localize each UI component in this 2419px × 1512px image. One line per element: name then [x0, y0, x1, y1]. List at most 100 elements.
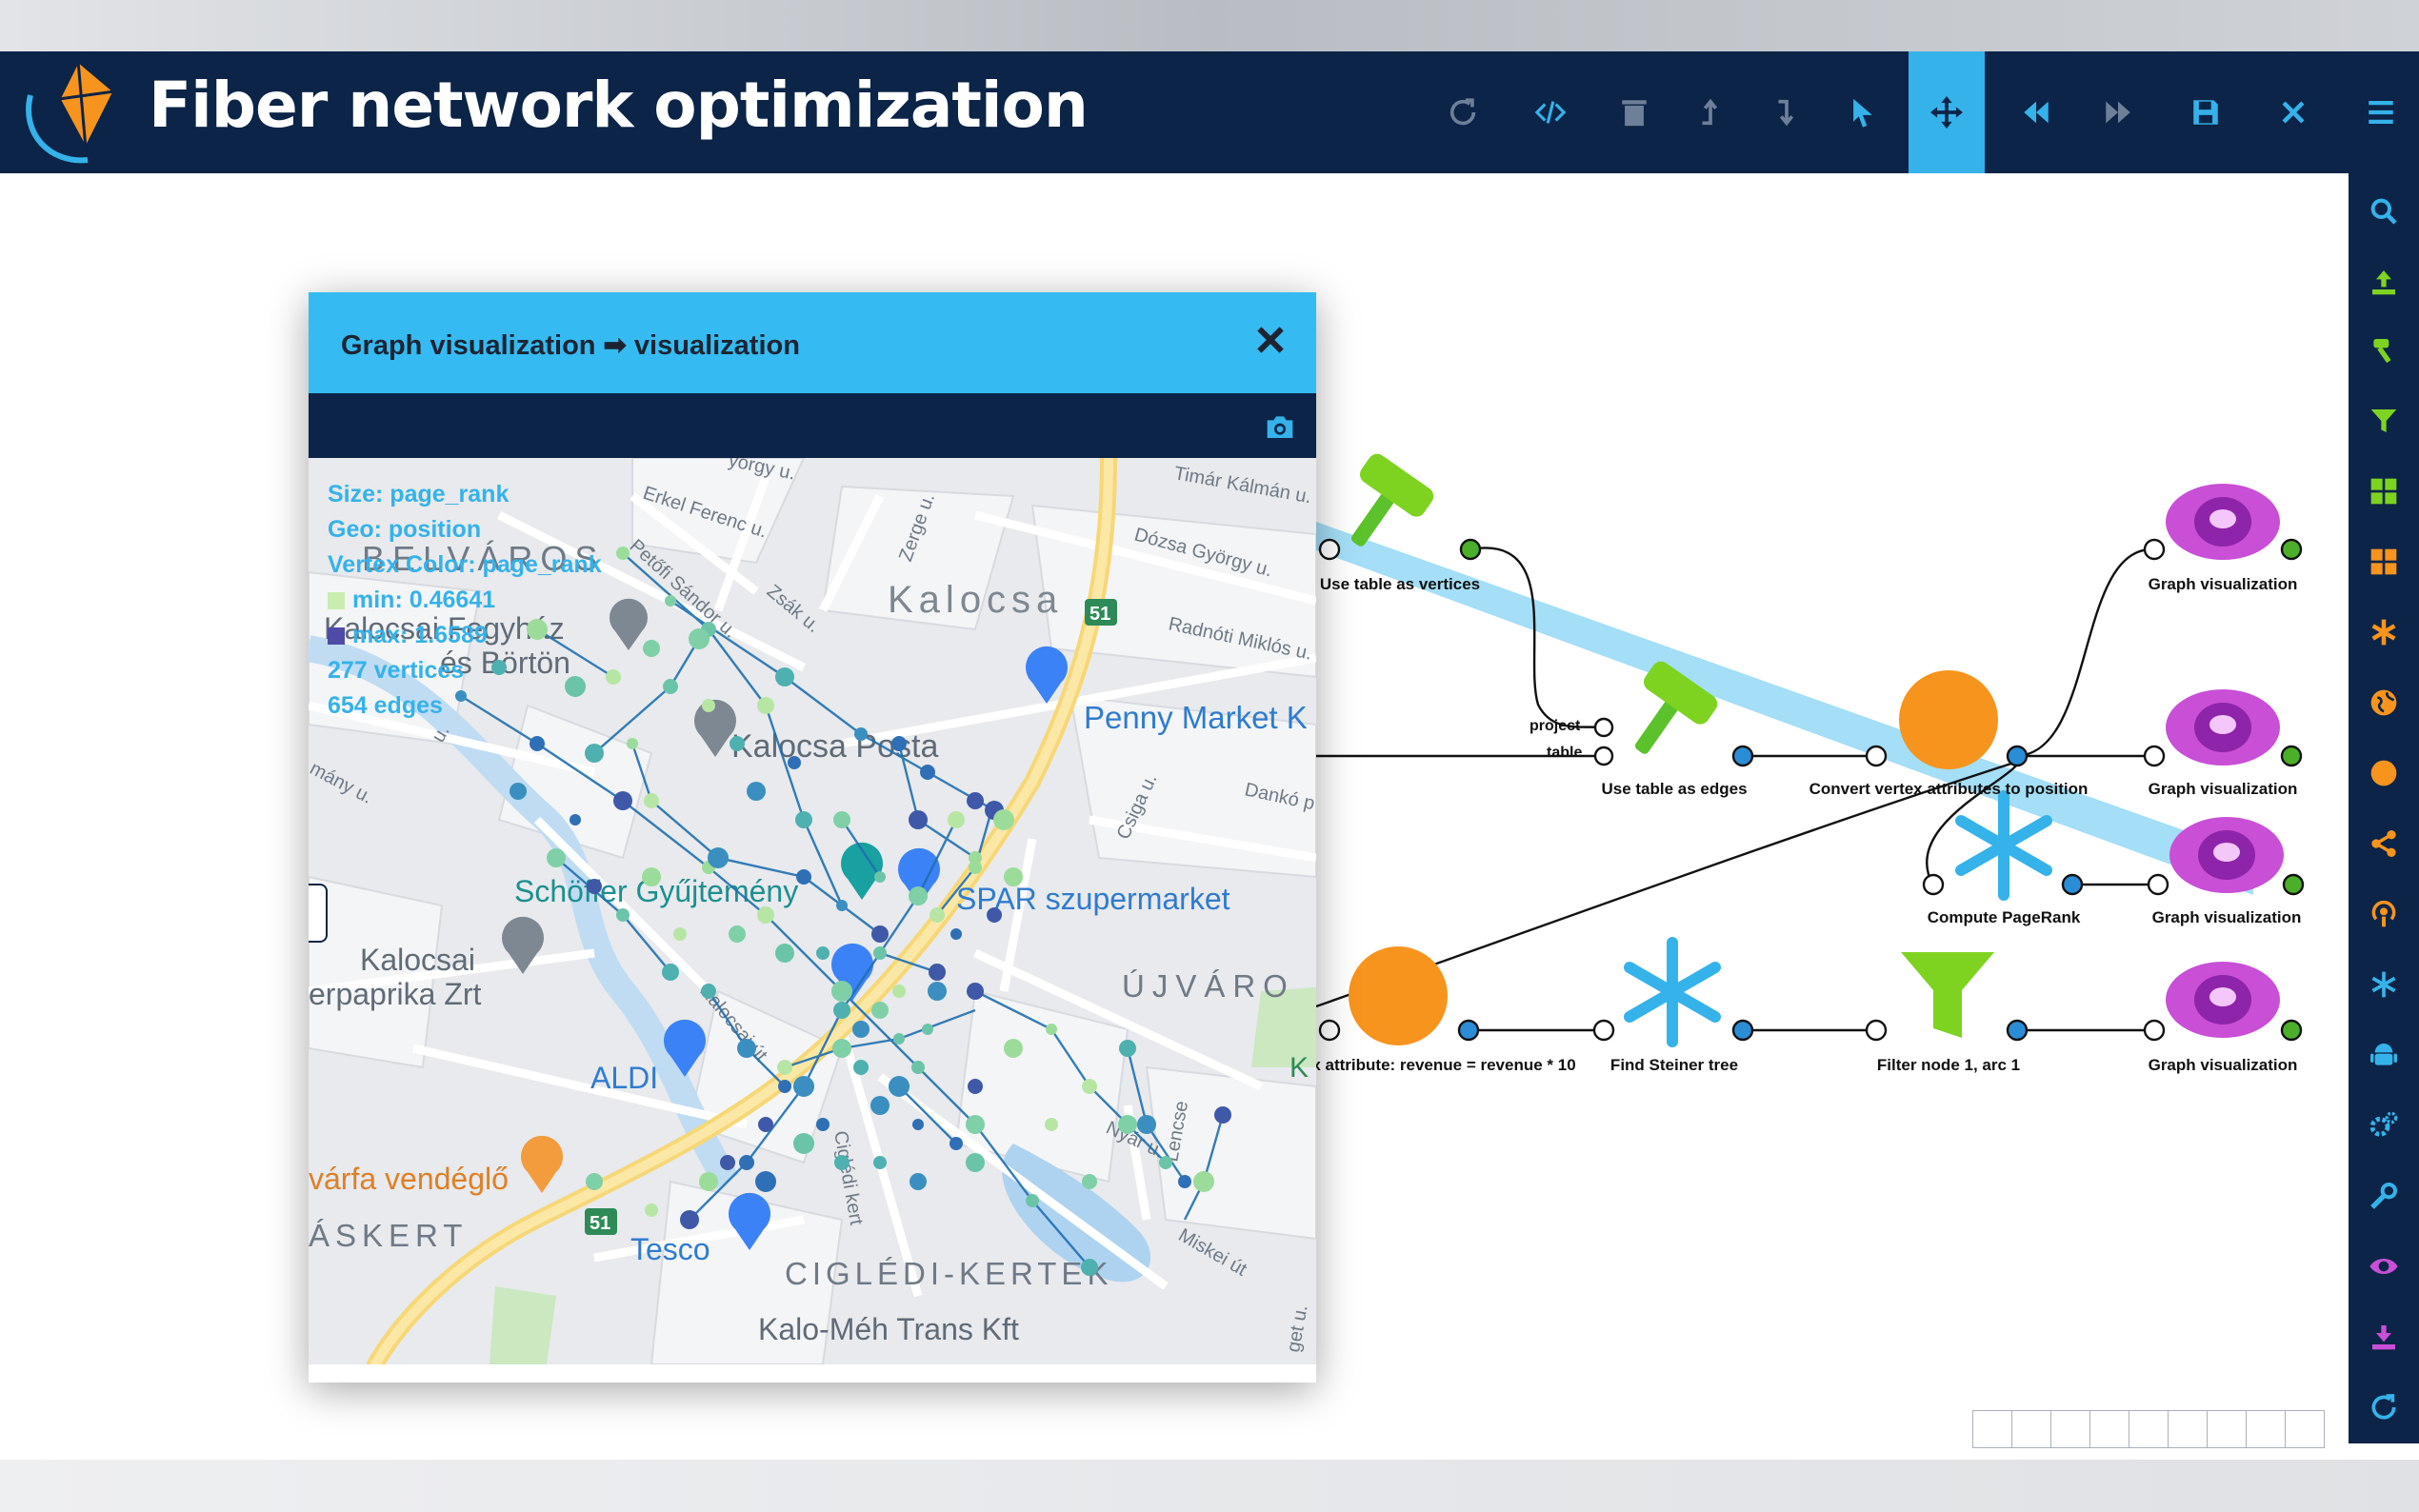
camera-icon[interactable] [1265, 412, 1295, 441]
graph-vertex [747, 782, 766, 801]
derive-attribute-node[interactable] [1318, 946, 1480, 1045]
eye-icon [2369, 1259, 2398, 1274]
graph-algorithms-button[interactable] [2349, 956, 2419, 1013]
wrench-icon [2370, 1183, 2397, 1209]
move-up-button[interactable] [1672, 51, 1749, 173]
undo-button[interactable] [1998, 51, 2074, 173]
page-box[interactable] [2089, 1410, 2129, 1448]
page-box[interactable] [2050, 1410, 2090, 1448]
workflow-button[interactable] [2349, 1097, 2419, 1154]
move-up-icon [1702, 98, 1718, 126]
structure-button[interactable] [2349, 463, 2419, 520]
close-workspace-button[interactable] [2255, 51, 2331, 173]
graph-vertex [795, 811, 812, 828]
graph-vertex [967, 792, 984, 809]
graph-vertex [816, 946, 830, 960]
cogs-icon [2369, 1111, 2398, 1137]
pan-button[interactable] [1909, 51, 1985, 173]
close-icon[interactable] [1251, 321, 1289, 359]
visualization-button[interactable] [2349, 1238, 2419, 1295]
podcast-icon [2371, 900, 2396, 927]
machine-learning-button[interactable] [2349, 1026, 2419, 1084]
build-graph-button[interactable] [2349, 322, 2419, 379]
select-button[interactable] [1825, 51, 1901, 173]
use-table-edges-node[interactable] [1593, 658, 1754, 773]
import-button[interactable] [2349, 253, 2419, 310]
metrics-button[interactable] [2349, 604, 2419, 661]
map-label: SPAR szupermarket [956, 882, 1230, 916]
refresh-button[interactable] [2349, 1379, 2419, 1436]
delete-button[interactable] [1596, 51, 1672, 173]
use-table-vertices-node[interactable] [1318, 450, 1482, 566]
graph-vertex [758, 1117, 773, 1132]
filter-button[interactable] [2349, 392, 2419, 449]
reload-button[interactable] [1425, 51, 1501, 173]
page-box[interactable] [2285, 1410, 2325, 1448]
graph-vertex [455, 690, 467, 702]
map-view[interactable]: BELVÁROS Kalocsa Kalocsai Fegyház és Bör… [309, 458, 1316, 1364]
map-legend: Size: page_rank Geo: position Vertex Col… [328, 477, 602, 724]
graph-vertex [1081, 1259, 1098, 1276]
graph-vertex [645, 1204, 658, 1217]
convert-attributes-node[interactable] [1865, 670, 2029, 769]
node-label: Graph visualization [2148, 575, 2298, 593]
graph-vertex [680, 1210, 699, 1229]
graph-visualization-node-1[interactable] [2143, 484, 2303, 561]
graph-vertex [616, 908, 630, 922]
app-title: Fiber network optimization [149, 69, 1089, 142]
kite-logo-icon [26, 58, 116, 164]
upload-icon [2372, 270, 2395, 295]
export-button[interactable] [2349, 1308, 2419, 1365]
graph-vertex [586, 1173, 603, 1190]
graph-vertex [948, 811, 965, 828]
share-button[interactable] [2349, 815, 2419, 872]
popup-side-handle[interactable] [309, 884, 328, 943]
map-label: és Börtön [440, 646, 570, 680]
filter-node[interactable] [1865, 952, 2029, 1042]
graph-vertex [1045, 1118, 1058, 1131]
close-icon [2282, 101, 2305, 124]
graph-vertex [755, 1171, 776, 1192]
move-down-button[interactable] [1749, 51, 1825, 173]
graph-vertex [1178, 1175, 1191, 1188]
steiner-tree-node[interactable] [1592, 937, 1754, 1047]
utilities-button[interactable] [2349, 1167, 2419, 1224]
move-down-icon [1778, 99, 1794, 127]
search-button[interactable] [2349, 183, 2419, 240]
vertex-ops-button[interactable] [2349, 745, 2419, 802]
popup-header[interactable]: Graph visualization ➡ visualization [309, 292, 1316, 393]
page-box[interactable] [1972, 1410, 2012, 1448]
page-box[interactable] [2246, 1410, 2286, 1448]
page-box[interactable] [2207, 1410, 2247, 1448]
compute-pagerank-node[interactable] [1922, 790, 2084, 901]
graph-vertex [775, 667, 794, 686]
graph-vertex [912, 1119, 924, 1130]
pan-move-icon [1930, 96, 1963, 129]
node-label: Convert vertex attributes to position [1809, 780, 2089, 798]
graph-vertex [662, 964, 679, 981]
map-label: Penny Market K [1084, 700, 1308, 735]
attributes-button[interactable] [2349, 533, 2419, 590]
save-button[interactable] [2168, 51, 2244, 173]
geo-button[interactable] [2349, 674, 2419, 731]
graph-visualization-node-4[interactable] [2143, 962, 2303, 1042]
graph-visualization-node-3[interactable] [2147, 817, 2305, 896]
graph-vertex [708, 847, 729, 868]
legend-edges: 654 edges [328, 692, 443, 719]
undo-icon [2024, 101, 2049, 124]
page-box[interactable] [2011, 1410, 2051, 1448]
node-label: Graph visualization [2151, 908, 2302, 926]
page-box[interactable] [2168, 1410, 2208, 1448]
grid-orange-icon [2370, 548, 2397, 575]
code-button[interactable] [1512, 51, 1589, 173]
propagate-button[interactable] [2349, 885, 2419, 943]
redo-button[interactable] [2080, 51, 2156, 173]
page-box[interactable] [2129, 1410, 2169, 1448]
node-label: Use table as edges [1601, 780, 1748, 798]
visualization-popup[interactable]: Graph visualization ➡ visualization [309, 292, 1316, 1383]
graph-vertex [993, 809, 1014, 830]
legend-min-swatch [328, 592, 345, 610]
graph-vertex [739, 1155, 754, 1170]
graph-visualization-node-2[interactable] [2143, 689, 2303, 767]
menu-button[interactable] [2343, 51, 2419, 173]
